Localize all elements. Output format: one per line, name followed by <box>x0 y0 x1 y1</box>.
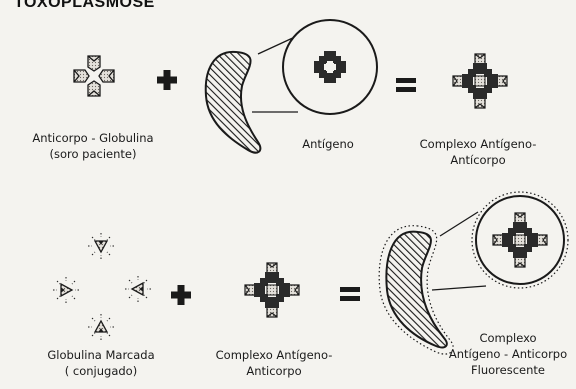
fluorescent-complex-label: Complexo Antígeno - Anticorpo Fluorescen… <box>440 330 576 378</box>
antibody-label: Anticorpo - Globulina (soro paciente) <box>18 130 168 162</box>
labeled-globulin-label: Globulina Marcada ( conjugado) <box>24 347 178 379</box>
fluorescent-magnified-circle <box>472 192 568 288</box>
labeled-globulin-group <box>53 233 151 340</box>
antigen-antibody-complex <box>453 54 507 108</box>
plus-icon <box>157 70 177 90</box>
complex-label-row2: Complexo Antígeno- Anticorpo <box>204 347 344 379</box>
antibody-symbol <box>74 56 114 96</box>
plus-icon <box>171 285 191 305</box>
antigen-label: Antígeno <box>278 136 378 152</box>
equals-icon <box>340 287 360 301</box>
equals-icon <box>396 78 416 92</box>
antigen-magnified-circle <box>283 20 377 114</box>
antigen-antibody-complex <box>245 263 299 317</box>
complex-label: Complexo Antígeno- Antícorpo <box>408 136 548 168</box>
